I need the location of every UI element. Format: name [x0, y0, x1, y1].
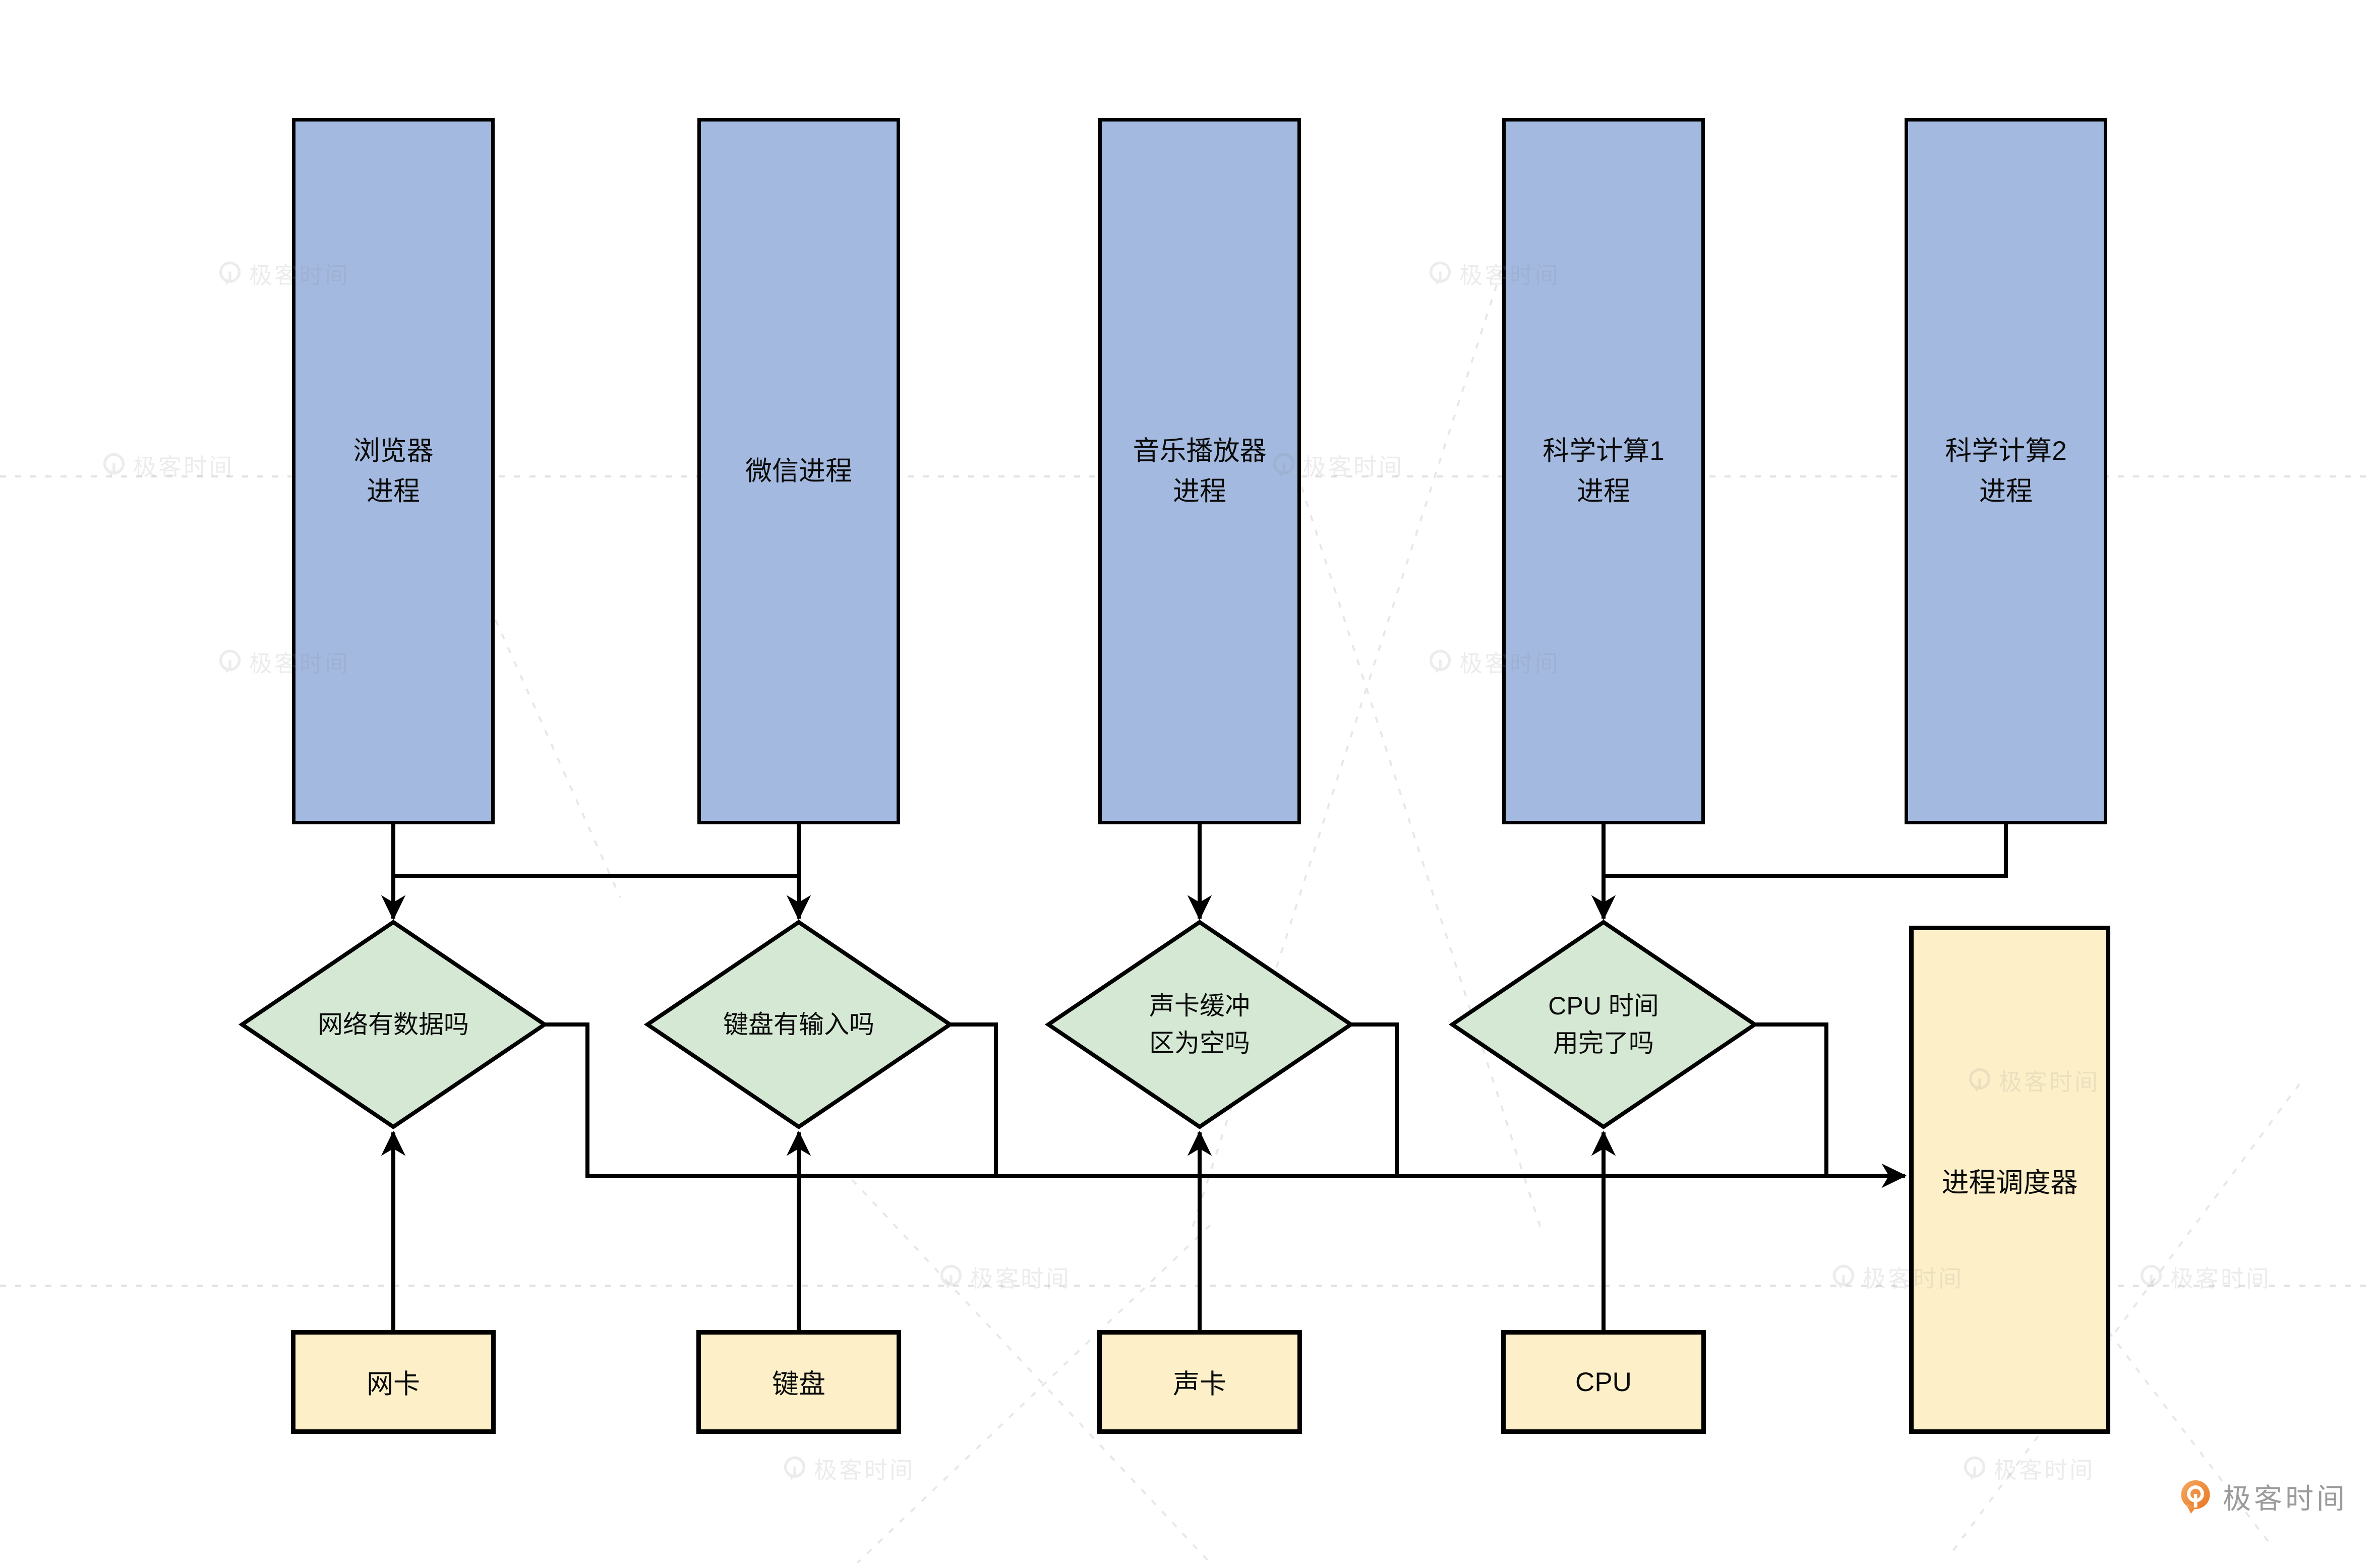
process-label: 科学计算2 进程: [1945, 436, 2067, 506]
brand-logo: 极客时间: [2177, 1476, 2348, 1517]
decision-diamond-soundcard: [1044, 920, 1355, 1129]
scheduler-label: 进程调度器: [1941, 1167, 2078, 1198]
device-box-soundcard: 声卡: [1097, 1330, 1302, 1434]
process-label: 浏览器 进程: [353, 436, 434, 506]
process-box-wechat: 微信进程: [697, 118, 900, 824]
process-label: 微信进程: [745, 456, 852, 486]
process-label: 科学计算1 进程: [1543, 436, 1665, 506]
process-box-musicplayer: 音乐播放器 进程: [1098, 118, 1301, 824]
geektime-logo-icon: [2181, 1480, 2210, 1514]
device-box-cpu: CPU: [1501, 1330, 1706, 1434]
edge-soundcard-check-to-bus: [1351, 1022, 1399, 1178]
device-box-keyboard: 键盘: [696, 1330, 901, 1434]
edge-keyboard-check-to-bus: [950, 1022, 998, 1178]
brand-logo-text: 极客时间: [2223, 1483, 2348, 1515]
process-box-compute1: 科学计算1 进程: [1502, 118, 1705, 824]
device-label: 网卡: [367, 1369, 420, 1399]
process-box-compute2: 科学计算2 进程: [1905, 118, 2107, 824]
device-label: 键盘: [772, 1369, 825, 1399]
device-label: CPU: [1575, 1367, 1632, 1397]
edge-bus-to-scheduler: [545, 1022, 1907, 1188]
decision-diamond-cputime: [1448, 920, 1759, 1129]
process-box-browser: 浏览器 进程: [292, 118, 495, 824]
device-box-nic: 网卡: [291, 1330, 496, 1434]
scheduler-box: 进程调度器: [1909, 926, 2110, 1434]
device-label: 声卡: [1173, 1369, 1226, 1399]
decision-diamond-network: [238, 920, 549, 1129]
decision-diamond-keyboard: [643, 920, 954, 1129]
edge-cputime-check-to-bus: [1755, 1022, 1828, 1178]
edge-compute2-merge: [1606, 824, 2008, 878]
process-label: 音乐播放器 进程: [1133, 436, 1267, 506]
